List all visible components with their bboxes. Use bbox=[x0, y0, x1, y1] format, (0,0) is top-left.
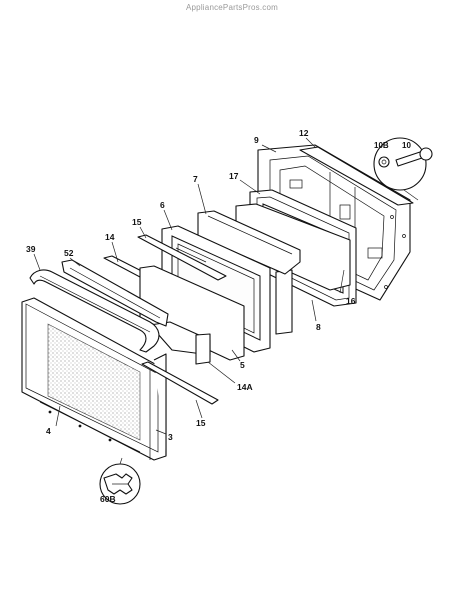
screw-callout bbox=[99, 457, 141, 505]
door-handle-part bbox=[29, 259, 169, 353]
label-4: 4 bbox=[46, 426, 51, 436]
part-labels: 39 52 14 15 6 7 17 9 12 10B 10 16 8 5 14… bbox=[26, 128, 411, 504]
outer-door-panel-part bbox=[21, 297, 167, 461]
label-10: 10 bbox=[402, 141, 411, 150]
label-17: 17 bbox=[229, 171, 239, 181]
label-60B: 60B bbox=[100, 494, 116, 504]
label-6: 6 bbox=[160, 200, 165, 210]
label-15-lower: 15 bbox=[196, 418, 206, 428]
heat-shield-part bbox=[139, 265, 245, 365]
label-9: 9 bbox=[254, 135, 259, 145]
label-15-upper: 15 bbox=[132, 217, 142, 227]
bolt-callout bbox=[373, 137, 433, 201]
label-14: 14 bbox=[105, 232, 115, 242]
label-5: 5 bbox=[240, 360, 245, 370]
label-52: 52 bbox=[64, 248, 74, 258]
label-10B: 10B bbox=[374, 141, 389, 150]
label-14A: 14A bbox=[237, 382, 253, 392]
watermark-text: AppliancePartsPros.com bbox=[186, 3, 278, 12]
label-39: 39 bbox=[26, 244, 36, 254]
label-12: 12 bbox=[299, 128, 309, 138]
label-3: 3 bbox=[168, 432, 173, 442]
glass-retainer-lower-part bbox=[141, 361, 219, 405]
label-16: 16 bbox=[346, 296, 356, 306]
label-7: 7 bbox=[193, 174, 198, 184]
leader-lines bbox=[33, 137, 345, 435]
label-8: 8 bbox=[316, 322, 321, 332]
